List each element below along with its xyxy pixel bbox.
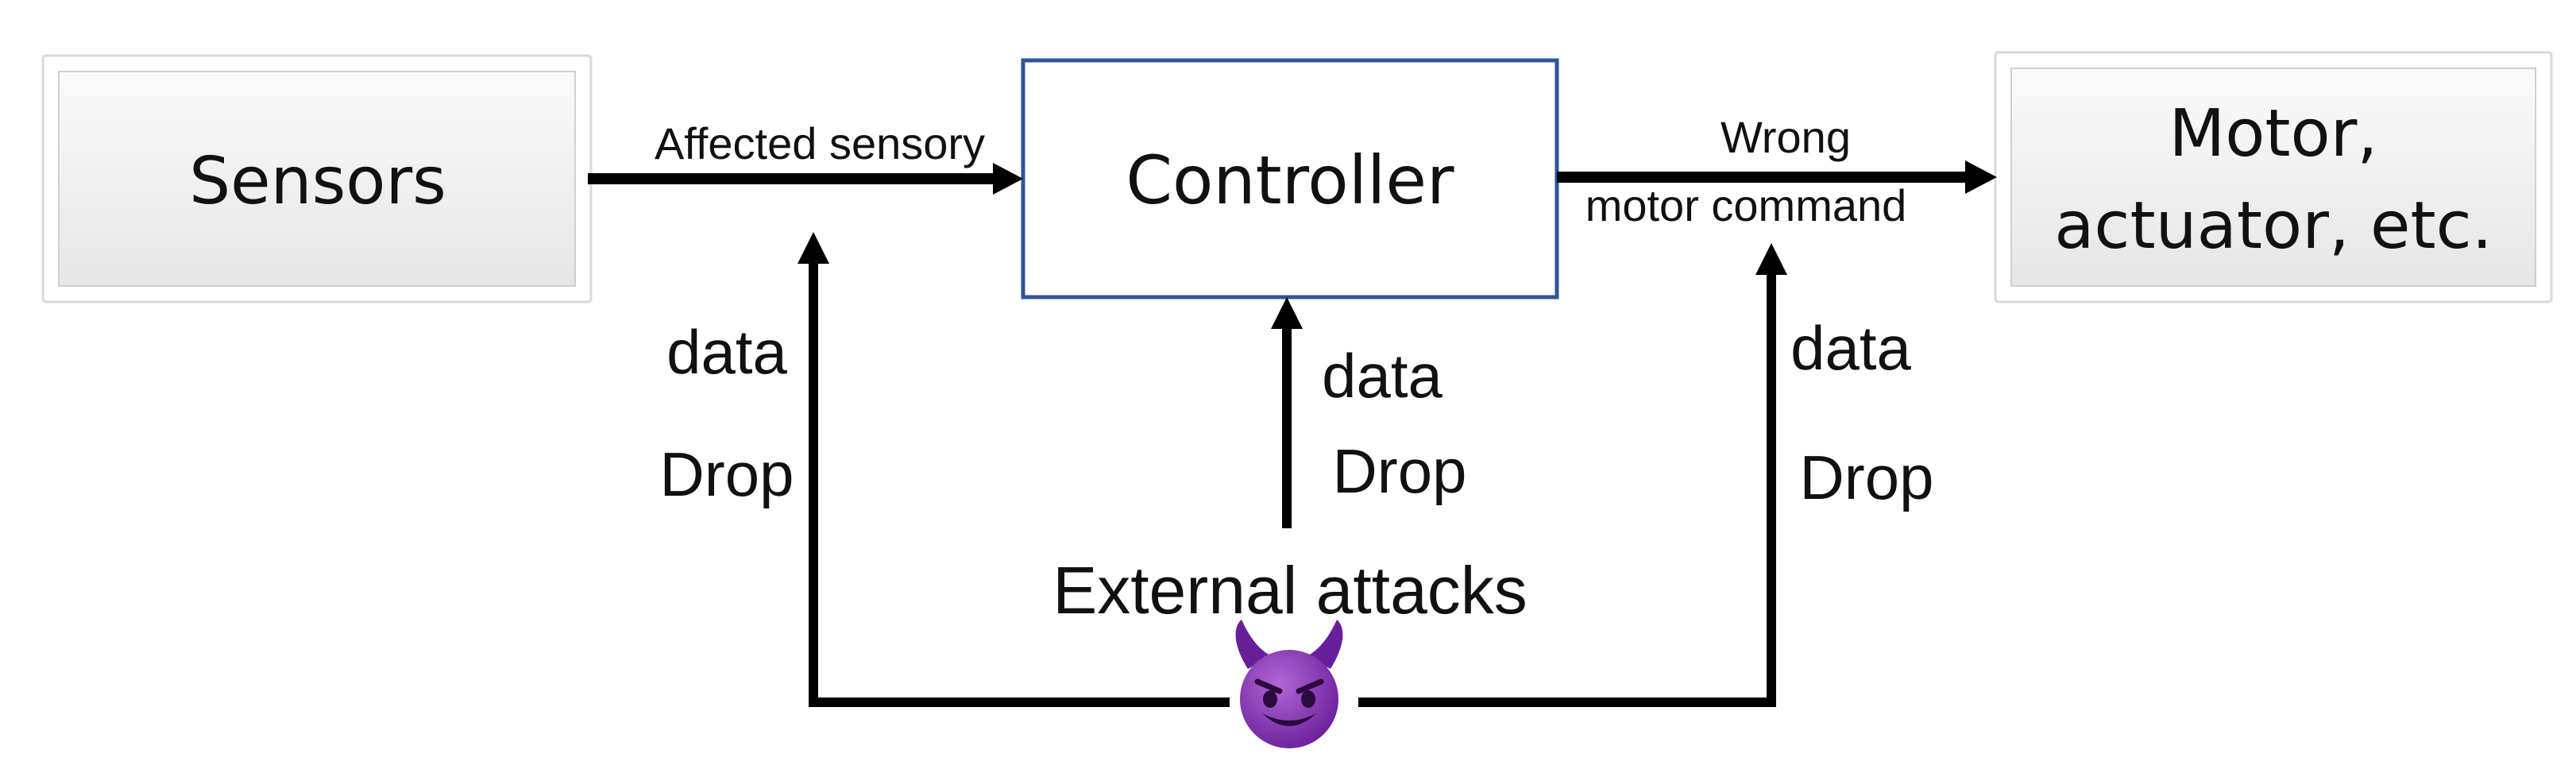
controller-box: Controller xyxy=(1021,58,1559,299)
sensors-box: Sensors xyxy=(41,54,593,303)
motor-command-label: motor command xyxy=(1585,180,1907,230)
controller-label: Controller xyxy=(1126,141,1454,219)
controller-to-actuator-arrow: Wrong motor command xyxy=(1557,112,1997,230)
wrong-label: Wrong xyxy=(1721,112,1851,162)
center-attack-data-label: data xyxy=(1322,341,1442,411)
center-attack-drop-label: Drop xyxy=(1332,436,1466,506)
left-attack-drop-label: Drop xyxy=(659,439,794,509)
attack-paths xyxy=(798,232,1787,707)
actuator-label-line2: actuator, etc. xyxy=(2054,188,2493,264)
right-attack-data-label: data xyxy=(1790,313,1911,383)
actuator-label-line1: Motor, xyxy=(2169,96,2377,172)
sensors-label: Sensors xyxy=(189,144,446,219)
left-attack-data-label: data xyxy=(666,317,787,387)
affected-sensory-label: Affected sensory xyxy=(655,118,985,168)
devil-emoji-icon xyxy=(1235,620,1343,748)
right-attack-drop-label: Drop xyxy=(1799,442,1933,512)
sensors-to-controller-arrow: Affected sensory xyxy=(588,118,1023,195)
actuator-box: Motor, actuator, etc. xyxy=(1994,51,2553,303)
external-attacks-label: External attacks xyxy=(1052,553,1527,628)
